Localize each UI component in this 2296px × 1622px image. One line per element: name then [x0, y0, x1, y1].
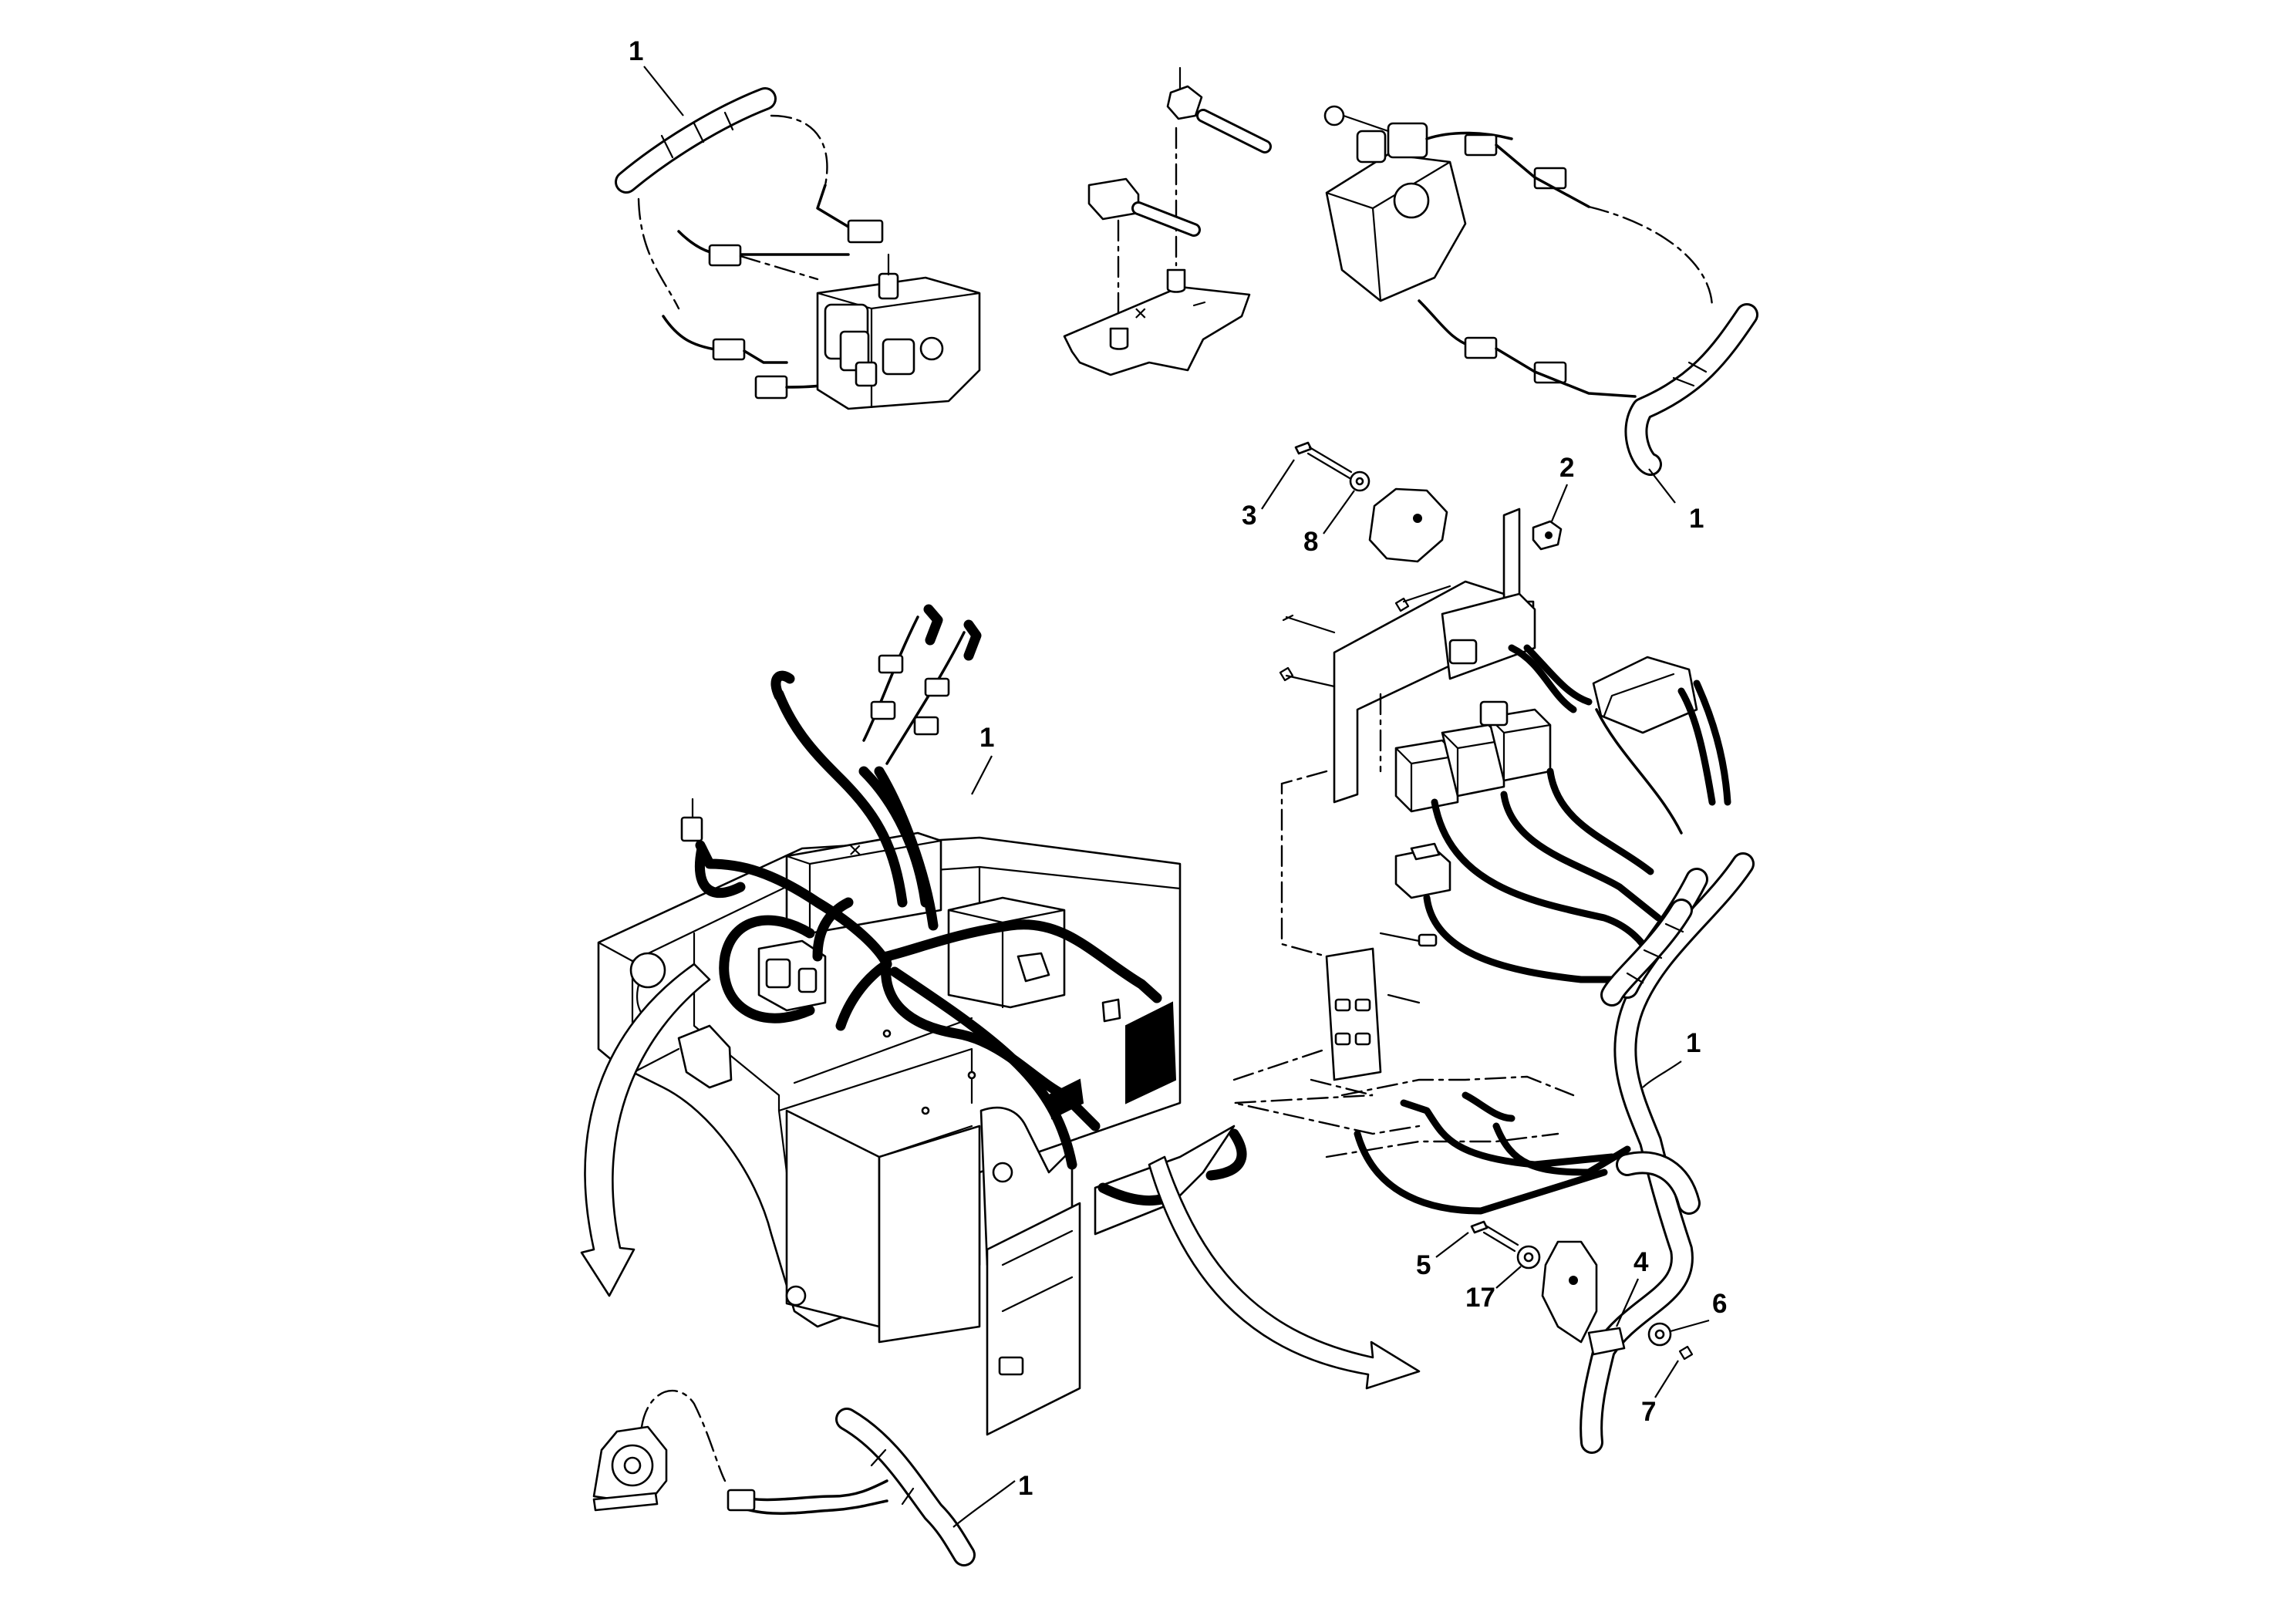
callout-2: 2 — [1559, 453, 1574, 483]
callout-1-bottom: 1 — [1018, 1471, 1033, 1501]
callout-6: 6 — [1712, 1289, 1727, 1319]
valve-assembly-top-left — [615, 87, 981, 410]
callout-1-top-left: 1 — [629, 36, 643, 66]
callout-1-right: 1 — [1686, 1028, 1701, 1058]
callout-7: 7 — [1641, 1397, 1656, 1427]
battery-minus-terminal-mark: × — [1134, 301, 1148, 326]
assembly-arrow-right — [1148, 1155, 1421, 1390]
callout-17: 17 — [1465, 1283, 1495, 1313]
callout-1-frame: 1 — [979, 723, 994, 753]
valve-assembly-top-right — [1323, 105, 1758, 476]
callout-4: 4 — [1633, 1247, 1649, 1277]
horn-assembly-bottom — [592, 1390, 976, 1566]
machine-frame-assembly: × — [597, 604, 1247, 1436]
callout-5: 5 — [1416, 1250, 1431, 1280]
relay-panel-assembly — [1232, 441, 1755, 1454]
assembly-arrow-left — [580, 963, 711, 1297]
callout-3: 3 — [1242, 501, 1256, 531]
battery-box-terminal-mark: × — [848, 838, 862, 863]
battery-terminals-top: × — [1063, 66, 1272, 376]
callout-1-top-right: 1 — [1689, 504, 1704, 534]
callout-8: 8 — [1303, 527, 1318, 557]
